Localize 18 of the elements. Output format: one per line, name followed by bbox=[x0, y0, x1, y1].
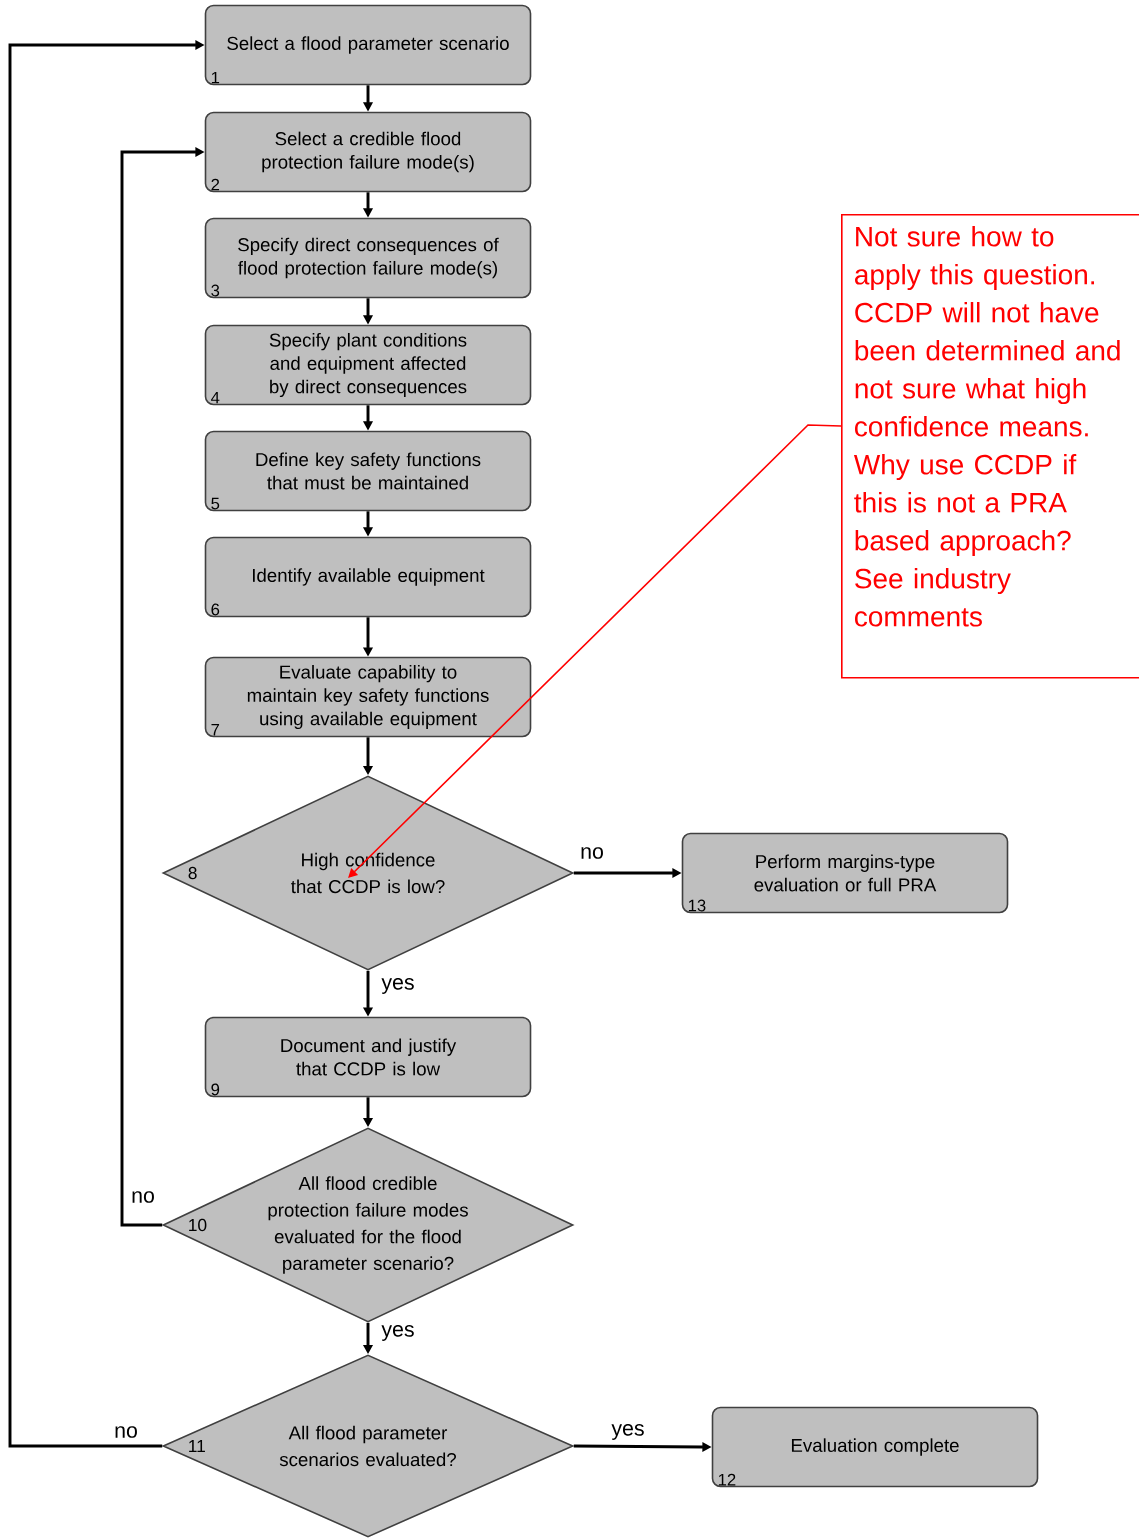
process-box: Select a flood parameter scenario 1 bbox=[204, 4, 532, 86]
process-box: Evaluate capability to maintain key safety functions using available equipment 7 bbox=[204, 656, 532, 738]
comment-box: Not sure how to apply this question. CCDP will not have been determined and not sure what high confidence means. Why use CCDP if this is not a PRA based approach? See industry comments bbox=[841, 214, 1139, 679]
edge-label: no bbox=[115, 1426, 137, 1438]
edge-label: no bbox=[581, 847, 603, 859]
edge-label: yes bbox=[381, 978, 414, 994]
process-box: Specify plant conditions and equipment affected by direct consequences 4 bbox=[204, 324, 532, 406]
process-box: Perform margins-type evaluation or full PRA 13 bbox=[681, 832, 1009, 914]
leader-line bbox=[348, 424, 842, 878]
process-box: Evaluation complete 12 bbox=[711, 1406, 1039, 1488]
process-box: Define key safety functions that must be maintained 5 bbox=[204, 430, 532, 512]
process-box: Document and justify that CCDP is low 9 bbox=[204, 1016, 532, 1098]
edge-label: yes bbox=[381, 1325, 414, 1341]
process-box: Identify available equipment 6 bbox=[204, 536, 532, 618]
edge-label: yes bbox=[611, 1424, 644, 1440]
edge-label: no bbox=[132, 1191, 154, 1203]
process-box: Specify direct consequences of flood protection failure mode(s) 3 bbox=[204, 217, 532, 299]
process-box: Select a credible flood protection failure mode(s) 2 bbox=[204, 111, 532, 193]
